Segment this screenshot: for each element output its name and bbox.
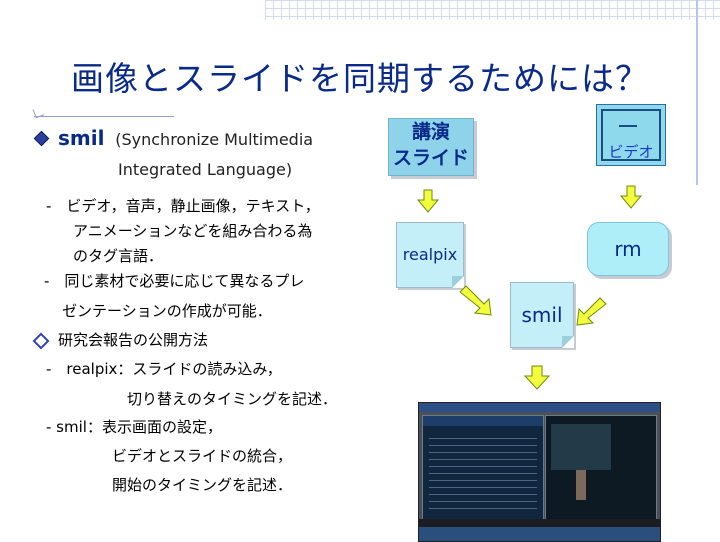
doc-fold — [452, 276, 464, 288]
arrow-video-down — [619, 185, 643, 209]
video-box: ビデオ — [596, 104, 666, 166]
player-status-bar — [419, 519, 660, 527]
video-speaker — [576, 470, 586, 500]
bullet-hollow-diamond-icon — [32, 332, 50, 350]
player-video-pane — [545, 415, 657, 521]
video-frame-icon — [601, 109, 661, 161]
smil-paren-2: Integrated Language) — [118, 160, 293, 179]
realpix-line1: - realpix：スライドの読み込み， — [46, 360, 282, 378]
video-label: ビデオ — [608, 143, 654, 161]
player-titlebar — [419, 403, 660, 412]
rm-box: rm — [587, 222, 669, 276]
slide-pane-text — [429, 432, 537, 512]
title-underline — [34, 116, 174, 117]
smil-line3: 開始のタイミングを記述． — [112, 476, 293, 494]
slide-label-1: 講演 — [411, 121, 450, 143]
slide-title: 画像とスライドを同期するためには？ — [71, 59, 649, 98]
arrow-smil-down — [523, 365, 551, 390]
doc-fold — [562, 336, 574, 348]
smil-paren-1: (Synchronize Multimedia — [115, 130, 314, 149]
kenkyu-heading: 研究会報告の公開方法 — [58, 331, 209, 349]
grid-decoration — [265, 0, 720, 20]
bullet-diamond-icon — [33, 130, 50, 147]
smil-line2: ビデオとスライドの統合， — [112, 447, 293, 465]
realpix-label: realpix — [402, 245, 458, 264]
sub1-line3: のタグ言語． — [73, 247, 164, 265]
smil-line1: - smil：表示画面の設定， — [46, 418, 222, 436]
right-rule — [696, 0, 698, 185]
player-controls — [419, 527, 660, 541]
player-slide-pane — [422, 415, 544, 521]
smil-heading: smil — [58, 126, 105, 150]
smil-doc: smil — [510, 282, 574, 348]
rm-label: rm — [614, 237, 642, 261]
sub2-line2: ゼンテーションの作成が可能． — [62, 302, 272, 320]
video-frame-line — [619, 125, 637, 127]
sub2-line1: - 同じ素材で必要に応じて異なるプレ — [44, 272, 305, 290]
arrow-rm-to-smil — [576, 297, 607, 326]
smil-bullet: smil (Synchronize Multimedia — [58, 126, 313, 150]
video-screen — [551, 424, 611, 470]
realpix-line2: 切り替えのタイミングを記述． — [127, 390, 338, 408]
arrow-slide-down — [416, 189, 440, 213]
smil-doc-label: smil — [521, 303, 563, 327]
slide-pane-header — [423, 416, 543, 426]
lecture-slide-box: 講演 スライド — [388, 118, 474, 176]
realpix-doc: realpix — [396, 222, 464, 288]
sub1-line2: アニメーションなどを組み合わる為 — [73, 222, 313, 240]
arrow-realpix-to-smil — [459, 285, 492, 316]
slide-label-2: スライド — [392, 147, 469, 169]
player-screenshot — [418, 402, 661, 542]
sub1-line1: - ビデオ，音声，静止画像，テキスト， — [46, 197, 320, 215]
